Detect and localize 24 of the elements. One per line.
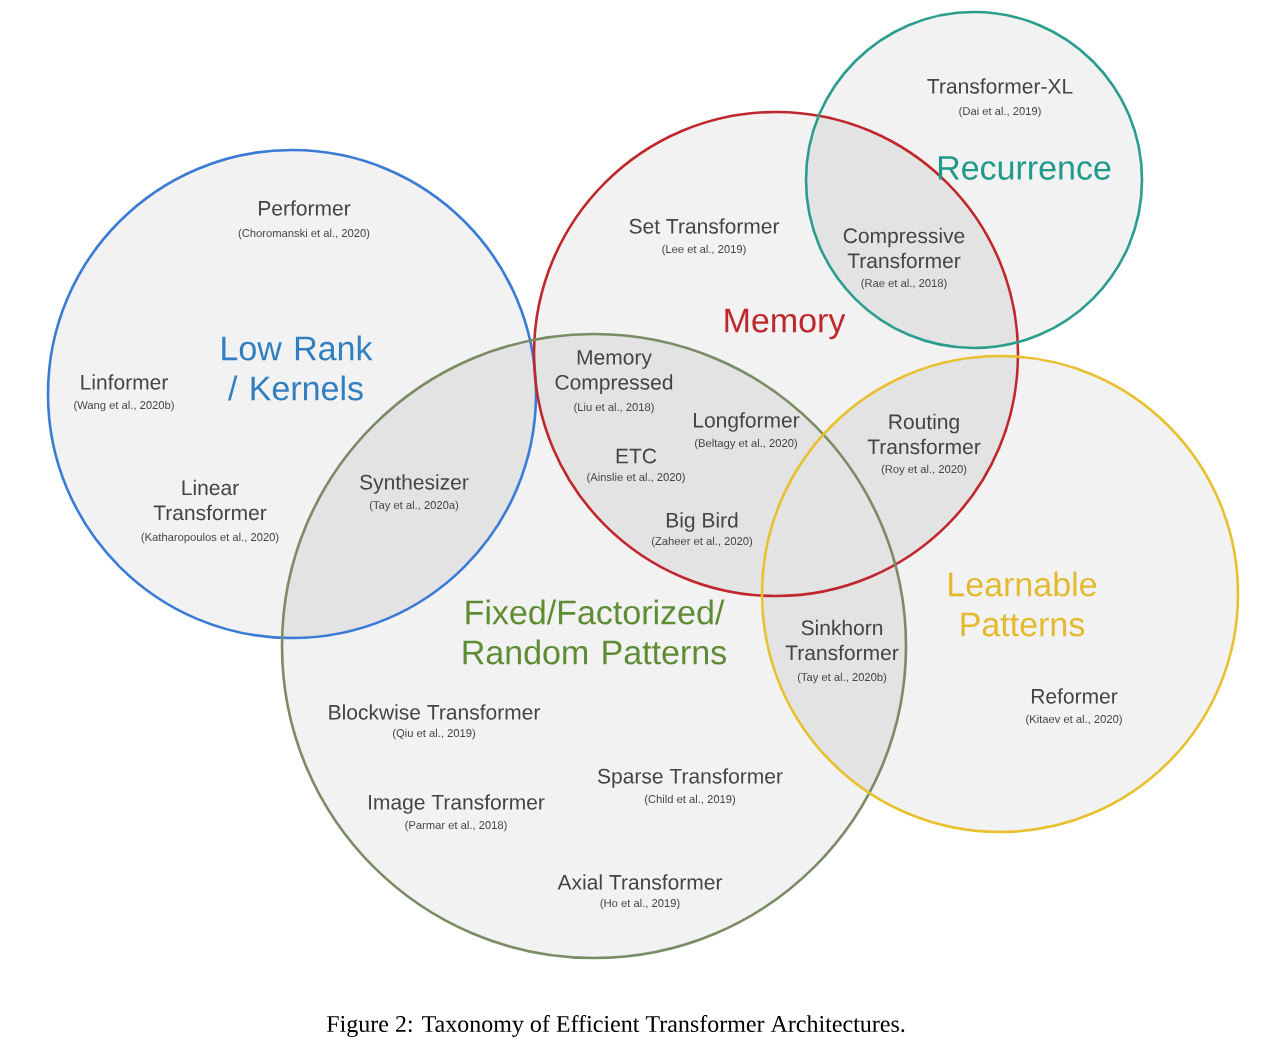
- category-label: Recurrence: [938, 156, 1111, 180]
- model-name: Compressive Transformer: [843, 227, 965, 269]
- model-name: Sparse Transformer: [597, 768, 783, 788]
- model-name: Linformer: [81, 374, 168, 390]
- model-name: Set Transformer: [629, 218, 780, 234]
- category-label: Learnable Patterns: [949, 571, 1097, 637]
- model-name: Routing Transformer: [867, 413, 981, 455]
- model-name: Sinkhorn Transformer: [785, 619, 899, 661]
- model-name: Transformer-XL: [927, 78, 1073, 94]
- figure-caption: Figure 2: Taxonomy of Efficient Transformer Architectures.: [326, 1014, 905, 1038]
- model-name: Blockwise Transformer: [329, 704, 541, 720]
- model-name: Performer: [259, 200, 351, 216]
- model-name: Longformer: [694, 412, 800, 432]
- model-name: ETC: [616, 448, 657, 464]
- model-name: Big Bird: [666, 512, 738, 532]
- model-name: Linear Transformer: [153, 479, 267, 521]
- model-name: Synthesizer: [360, 474, 469, 494]
- model-name: Reformer: [1032, 688, 1118, 704]
- model-name: Memory Compressed: [555, 350, 673, 394]
- category-label: Fixed/Factorized/ Random Patterns: [463, 599, 726, 665]
- model-name: Image Transformer: [369, 794, 545, 814]
- category-label: Low Rank / Kernels: [222, 335, 373, 401]
- model-name: Axial Transformer: [557, 874, 723, 890]
- category-label: Memory: [725, 308, 846, 340]
